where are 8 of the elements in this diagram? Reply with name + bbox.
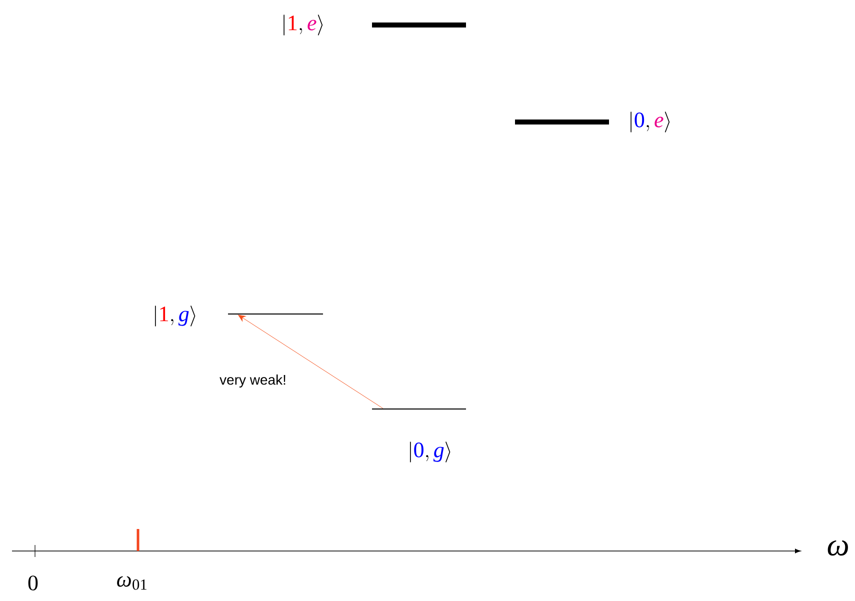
axis-label: $\omega$ <box>828 540 848 556</box>
energy-level <box>515 120 609 124</box>
arrow <box>238 314 384 409</box>
axis-label: $0$ <box>28 576 38 590</box>
axis-label: $\omega_{01}$ <box>117 576 146 590</box>
edge-label: very weak! <box>218 373 288 389</box>
energy-level <box>372 22 466 28</box>
state-label: $\left|\textcolor{red}{1},\textcolor{magenta}{e}\right\rangle$ <box>284 14 323 36</box>
